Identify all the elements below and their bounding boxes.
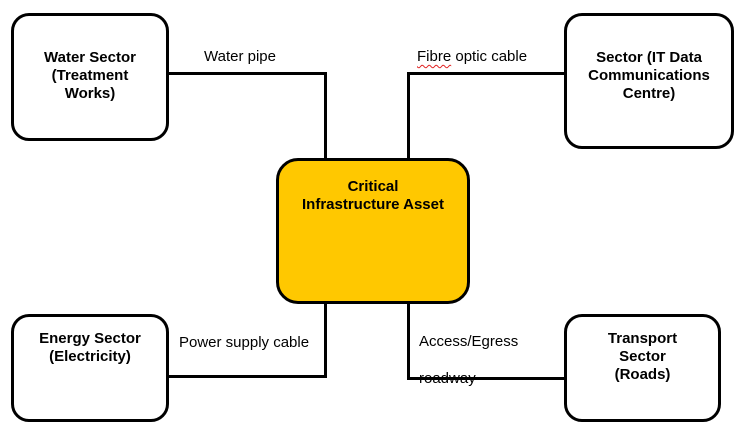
fibre-cable-line-horizontal	[407, 72, 567, 75]
water-sector-node: Water Sector (Treatment Works)	[11, 13, 169, 141]
energy-sector-node: Energy Sector (Electricity)	[11, 314, 169, 422]
it-sector-node: Sector (IT Data Communications Centre)	[564, 13, 734, 149]
access-road-line-horizontal	[407, 377, 567, 380]
transport-sector-label: Transport Sector (Roads)	[607, 330, 678, 383]
fibre-rest: optic cable	[451, 48, 528, 65]
power-cable-line-vertical	[324, 300, 327, 378]
power-cable-line-horizontal	[166, 375, 327, 378]
water-pipe-line-vertical	[324, 72, 327, 161]
fibre-optic-cable-label: Fibre optic cable	[417, 48, 527, 66]
roadway-label: roadway	[419, 370, 476, 387]
it-sector-label: Sector (IT Data Communications Centre)	[588, 49, 710, 102]
energy-sector-label: Energy Sector (Electricity)	[39, 330, 141, 365]
transport-sector-node: Transport Sector (Roads)	[564, 314, 721, 422]
fibre-word: Fibre	[417, 48, 452, 65]
critical-infrastructure-asset-node: Critical Infrastructure Asset	[276, 158, 470, 304]
water-sector-label: Water Sector (Treatment Works)	[44, 49, 136, 102]
water-pipe-label: Water pipe	[204, 48, 276, 65]
water-pipe-line-horizontal	[166, 72, 327, 75]
fibre-cable-line-vertical	[407, 72, 410, 161]
access-egress-label: Access/Egress	[419, 333, 519, 350]
critical-infrastructure-asset-label: Critical Infrastructure Asset	[302, 178, 444, 213]
power-supply-cable-label: Power supply cable	[179, 334, 310, 351]
access-road-line-vertical	[407, 300, 410, 380]
